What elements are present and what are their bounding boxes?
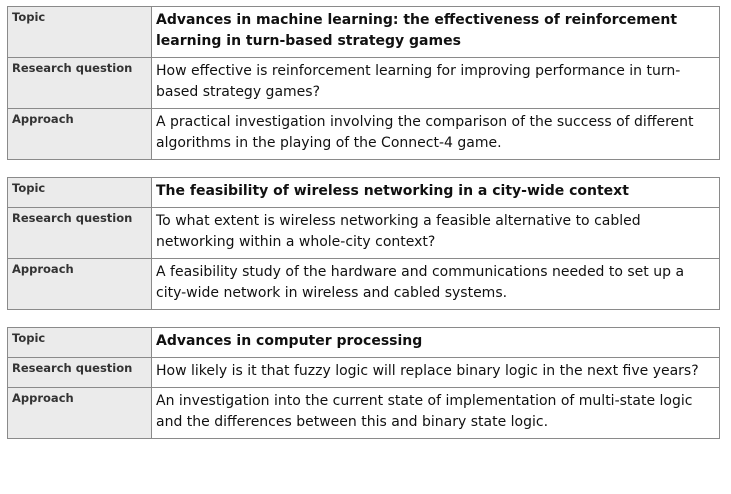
research-question-row: Research question How likely is it that … <box>7 357 720 388</box>
topic-table-2: Topic The feasibility of wireless networ… <box>7 177 720 310</box>
research-question-row: Research question To what extent is wire… <box>7 207 720 259</box>
topic-tables: Topic Advances in machine learning: the … <box>7 6 720 456</box>
topic-table-3: Topic Advances in computer processing Re… <box>7 327 720 439</box>
topic-table-1: Topic Advances in machine learning: the … <box>7 6 720 160</box>
topic-label: Topic <box>7 177 152 208</box>
approach-row: Approach An investigation into the curre… <box>7 387 720 439</box>
research-question-value: To what extent is wireless networking a … <box>151 207 720 259</box>
approach-row: Approach A feasibility study of the hard… <box>7 258 720 310</box>
approach-value: An investigation into the current state … <box>151 387 720 439</box>
approach-row: Approach A practical investigation invol… <box>7 108 720 160</box>
topic-row: Topic Advances in computer processing <box>7 327 720 358</box>
topic-value: The feasibility of wireless networking i… <box>151 177 720 208</box>
research-question-row: Research question How effective is reinf… <box>7 57 720 109</box>
approach-label: Approach <box>7 387 152 439</box>
research-question-label: Research question <box>7 357 152 388</box>
topic-row: Topic The feasibility of wireless networ… <box>7 177 720 208</box>
topic-value: Advances in machine learning: the effect… <box>151 6 720 58</box>
topic-row: Topic Advances in machine learning: the … <box>7 6 720 58</box>
research-question-label: Research question <box>7 57 152 109</box>
approach-label: Approach <box>7 108 152 160</box>
research-question-value: How effective is reinforcement learning … <box>151 57 720 109</box>
approach-value: A feasibility study of the hardware and … <box>151 258 720 310</box>
research-question-label: Research question <box>7 207 152 259</box>
approach-label: Approach <box>7 258 152 310</box>
topic-label: Topic <box>7 6 152 58</box>
research-question-value: How likely is it that fuzzy logic will r… <box>151 357 720 388</box>
topic-label: Topic <box>7 327 152 358</box>
topic-value: Advances in computer processing <box>151 327 720 358</box>
approach-value: A practical investigation involving the … <box>151 108 720 160</box>
